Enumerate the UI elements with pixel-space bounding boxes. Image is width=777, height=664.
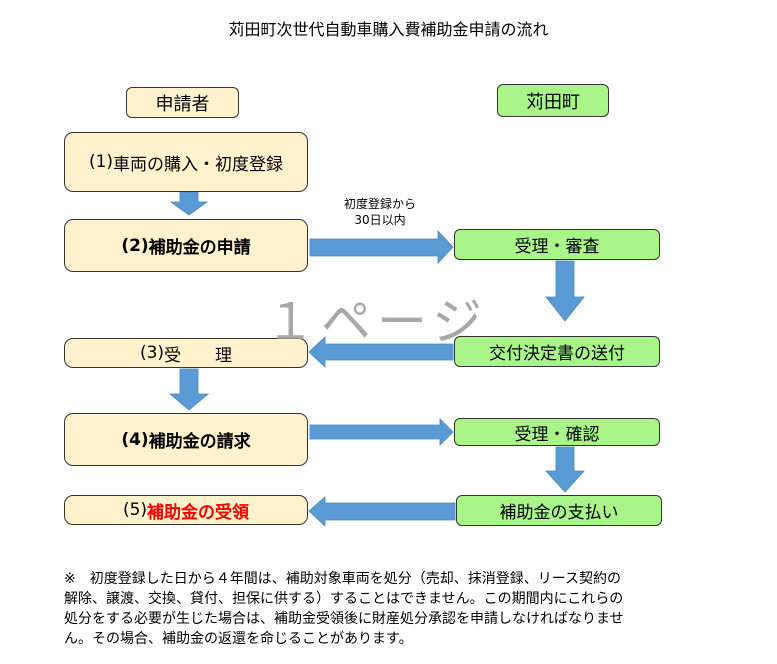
applicant-step-3: (3)受 理 <box>64 338 308 368</box>
arrow-right-claim <box>309 418 454 446</box>
step-4-number: (4) <box>121 429 149 450</box>
town-step-confirm-label: 受理・確認 <box>514 424 600 445</box>
page-title: 苅田町次世代自動車購入費補助金申請の流れ <box>228 20 549 39</box>
arrow-down-confirm-to-payment <box>545 446 585 493</box>
step-1-number: (1) <box>88 152 114 172</box>
town-step-payment-label: 補助金の支払い <box>499 503 619 523</box>
column-header-town-label: 苅田町 <box>526 91 580 113</box>
step-1-label: 車両の購入・初度登録 <box>113 154 284 175</box>
town-step-payment: 補助金の支払い <box>456 495 662 526</box>
applicant-step-4: (4)補助金の請求 <box>64 413 308 466</box>
arrow-left-payment <box>308 496 456 527</box>
arrow-left-decision-notice <box>308 336 454 368</box>
arrow-down-1-to-2 <box>169 191 209 216</box>
column-header-town: 苅田町 <box>497 84 609 117</box>
footnote-line: 処分をする必要が生じた場合は、補助金受領後に財産処分承認を申請しなければなりませ <box>64 611 624 627</box>
step-4-label: 補助金の請求 <box>148 432 251 452</box>
footnote-line: 解除、譲渡、交換、貸付、担保に供する）することはできません。この期間内にこれらの <box>64 591 624 607</box>
town-step-decision-notice-label: 交付決定書の送付 <box>489 344 625 364</box>
step-2-number: (2) <box>121 235 149 256</box>
arrow-note-line2: 30日以内 <box>354 213 406 227</box>
arrow-note: 初度登録から 30日以内 <box>316 196 444 228</box>
arrow-right-application <box>309 229 454 265</box>
footnote: ※ 初度登録した日から４年間は、補助対象車両を処分（売却、抹消登録、リース契約の… <box>64 569 724 649</box>
town-step-review: 受理・審査 <box>454 229 660 260</box>
step-3-number: (3) <box>139 343 165 363</box>
footnote-line: ※ 初度登録した日から４年間は、補助対象車両を処分（売却、抹消登録、リース契約の <box>64 571 622 587</box>
footnote-line: ん。その場合、補助金の返還を命じることがあります。 <box>64 631 413 647</box>
step-3-label: 受 理 <box>164 345 233 366</box>
arrow-down-3-to-4 <box>168 368 210 411</box>
column-header-applicant-label: 申請者 <box>155 93 210 115</box>
step-5-number: (5) <box>122 500 148 520</box>
step-5-label: 補助金の受領 <box>147 502 250 523</box>
applicant-step-5: (5)補助金の受領 <box>64 495 308 525</box>
arrow-down-review-to-decision <box>545 260 585 322</box>
applicant-step-2: (2)補助金の申請 <box>64 219 308 272</box>
step-2-label: 補助金の申請 <box>148 238 251 258</box>
arrow-note-line1: 初度登録から <box>343 197 416 211</box>
applicant-step-1: (1)車両の購入・初度登録 <box>64 132 308 192</box>
column-header-applicant: 申請者 <box>126 87 239 118</box>
town-step-confirm: 受理・確認 <box>454 418 660 446</box>
town-step-decision-notice: 交付決定書の送付 <box>454 336 660 367</box>
town-step-review-label: 受理・審査 <box>514 237 600 257</box>
